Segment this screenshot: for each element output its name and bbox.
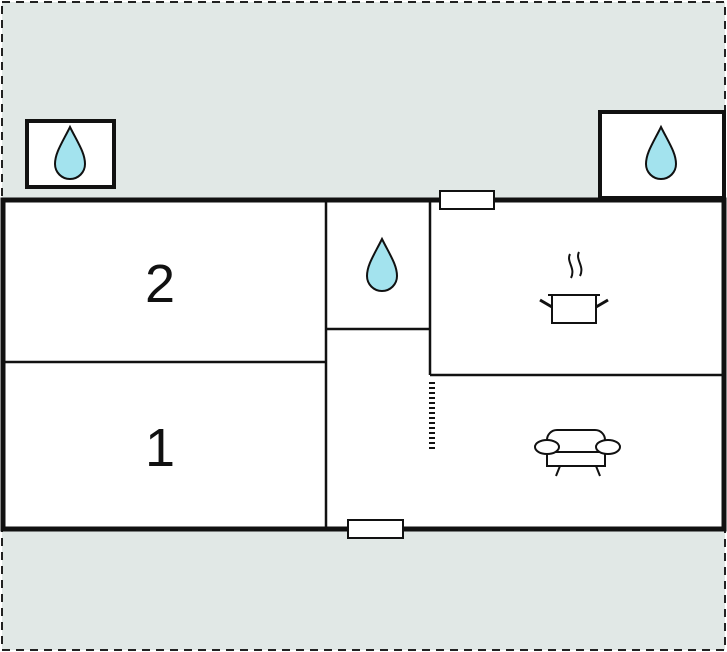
window-bottom: [347, 519, 404, 539]
water-drop-icon: [644, 124, 678, 180]
water-drop-icon: [53, 124, 87, 180]
house-footprint: [0, 197, 727, 532]
interior-walls: [3, 200, 724, 529]
cooking-pot-icon: [539, 251, 609, 324]
outdoor-water-box-left: [25, 119, 116, 189]
water-drop-icon: [365, 236, 399, 292]
room-label-bedroom-1: 1: [145, 418, 175, 478]
window-top: [439, 190, 495, 210]
room-label-bedroom-2: 2: [145, 254, 175, 314]
sofa-icon: [534, 429, 621, 477]
outdoor-water-box-right: [598, 110, 726, 200]
